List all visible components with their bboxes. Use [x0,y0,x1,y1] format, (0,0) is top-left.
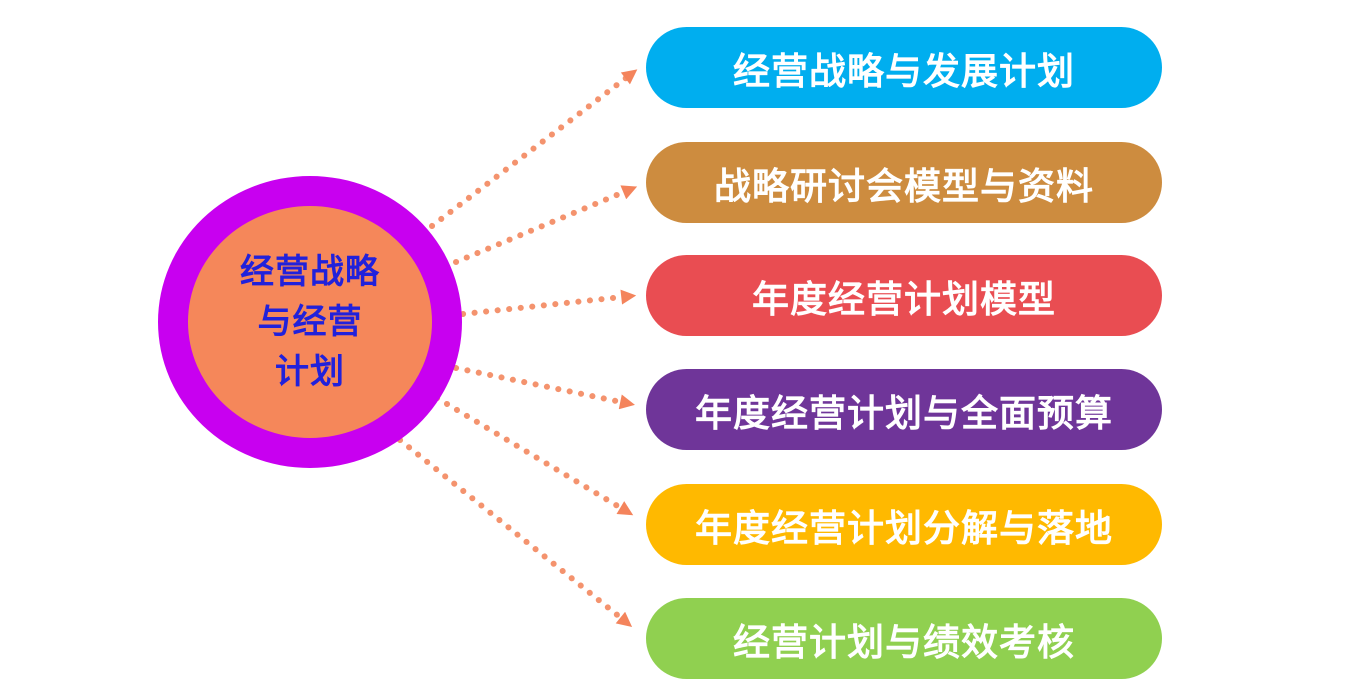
branch-pill-1-label: 经营战略与发展计划 [733,50,1075,92]
dotted-arrow-6 [397,437,633,627]
central-topic-circle: 经营战略 与经营 计划 [158,176,462,468]
dotted-arrow-2 [453,185,638,265]
branch-pill-5: 年度经营计划分解与落地 [646,484,1162,565]
branch-pill-1: 经营战略与发展计划 [646,27,1162,108]
branch-pill-4: 年度经营计划与全面预算 [646,369,1162,450]
branch-pill-4-label: 年度经营计划与全面预算 [695,392,1113,434]
branch-pill-2: 战略研讨会模型与资料 [646,142,1162,223]
dotted-arrow-5 [434,395,634,516]
branch-pill-6-label: 经营计划与绩效考核 [733,621,1075,663]
branch-pill-3: 年度经营计划模型 [646,255,1162,336]
dotted-arrow-3 [460,289,637,317]
dotted-arrow-4 [453,365,635,410]
central-topic-line-3: 计划 [275,353,345,391]
branch-pill-2-label: 战略研讨会模型与资料 [714,165,1094,207]
branch-pill-6: 经营计划与绩效考核 [646,598,1162,679]
central-topic-line-1: 经营战略 [240,253,380,291]
branch-pill-3-label: 年度经营计划模型 [752,278,1056,320]
central-topic-line-2: 与经营 [257,303,363,341]
central-topic-text: 经营战略 与经营 计划 [240,247,380,397]
branch-pill-5-label: 年度经营计划分解与落地 [695,507,1113,549]
